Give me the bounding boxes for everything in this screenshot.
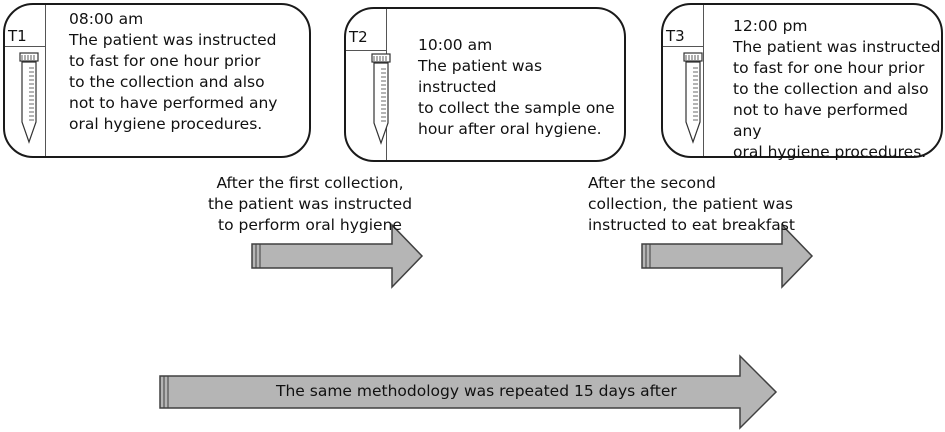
step-line: to fast for one hour prior xyxy=(733,59,925,77)
transition-line: instructed to eat breakfast xyxy=(588,216,795,234)
step-card-t1: T1 08:00 am The patient was instructed t… xyxy=(3,3,311,158)
test-tube-icon xyxy=(371,53,391,145)
step-text: 10:00 am The patient was instructed to c… xyxy=(418,35,624,140)
test-tube-icon xyxy=(683,52,703,144)
step-card-t3: T3 12:00 pm The patient was instructed t… xyxy=(661,3,943,161)
arrow-1 xyxy=(251,223,424,289)
step-text: 12:00 pm The patient was instructed to f… xyxy=(733,16,941,163)
step-line: hour after oral hygiene. xyxy=(418,120,602,138)
timeline-vertical-line xyxy=(703,5,704,156)
timeline-tick xyxy=(663,46,703,47)
step-line: to collect the sample one xyxy=(418,99,615,117)
arrow-footer xyxy=(159,354,778,430)
arrow-2 xyxy=(641,223,814,289)
footer-text: The same methodology was repeated 15 day… xyxy=(276,382,677,400)
step-line: The patient was instructed xyxy=(733,38,941,56)
step-line: oral hygiene procedures. xyxy=(69,115,263,133)
step-line: not to have performed any xyxy=(69,94,278,112)
step-label: T1 xyxy=(8,27,27,45)
step-text: 08:00 am The patient was instructed to f… xyxy=(69,9,277,135)
step-time: 10:00 am xyxy=(418,36,493,54)
transition-line: After the second xyxy=(588,174,716,192)
transition-note-2: After the second collection, the patient… xyxy=(588,173,798,236)
step-line: The patient was instructed xyxy=(418,57,543,96)
step-line: not to have performed any xyxy=(733,101,909,140)
test-tube-icon xyxy=(19,52,39,144)
step-label: T2 xyxy=(349,28,368,46)
step-line: to the collection and also xyxy=(733,80,929,98)
step-time: 12:00 pm xyxy=(733,17,808,35)
transition-line: the patient was instructed xyxy=(207,195,413,213)
transition-line: to perform oral hygiene xyxy=(218,216,402,234)
timeline-tick xyxy=(5,46,45,47)
step-time: 08:00 am xyxy=(69,10,144,28)
transition-line: After the first collection, xyxy=(216,174,404,192)
timeline-vertical-line xyxy=(45,5,46,156)
step-line: to fast for one hour prior xyxy=(69,52,261,70)
step-label: T3 xyxy=(666,27,685,45)
transition-line: collection, the patient was xyxy=(588,195,793,213)
step-card-t2: T2 10:00 am The patient was instructed t… xyxy=(344,7,626,162)
step-line: to the collection and also xyxy=(69,73,265,91)
step-line: The patient was instructed xyxy=(69,31,277,49)
timeline-tick xyxy=(346,50,386,51)
transition-note-1: After the first collection, the patient … xyxy=(200,173,420,236)
step-line: oral hygiene procedures. xyxy=(733,143,927,161)
